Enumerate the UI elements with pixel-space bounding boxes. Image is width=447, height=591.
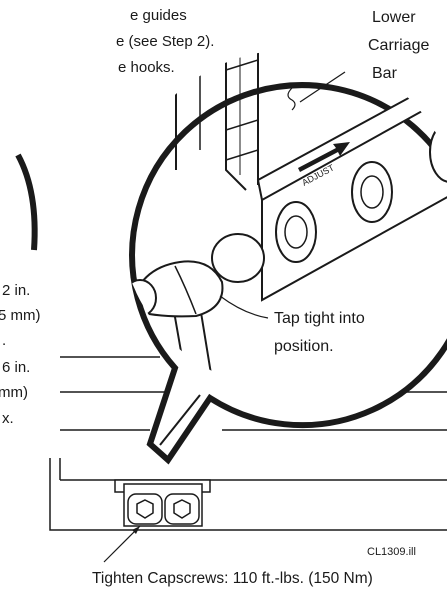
- lower-carriage-bar-line2: Carriage: [368, 37, 429, 54]
- break-squiggle: [287, 87, 296, 111]
- left-dim-line5: mm): [0, 384, 28, 401]
- left-dim-line6: x.: [2, 410, 14, 427]
- left-dim-line1: 2 in.: [2, 282, 30, 299]
- top-text-line3: e hooks.: [118, 59, 175, 76]
- left-detail-arc: [15, 153, 38, 251]
- base-frame: [49, 458, 447, 531]
- top-text-line2: e (see Step 2).: [116, 33, 214, 50]
- left-dim-line2: 5 mm): [0, 307, 41, 324]
- left-dim-line4: 6 in.: [2, 359, 30, 376]
- callout-tail-inner: [159, 394, 201, 446]
- lower-carriage-bar-leader: [299, 71, 346, 103]
- lower-carriage-bar-line3: Bar: [372, 65, 398, 82]
- lower-carriage-bar-line1: Lower: [372, 9, 416, 26]
- figure-id: CL1309.ill: [367, 546, 416, 558]
- capscrew-hex-right-icon: [173, 499, 191, 519]
- top-text-line1: e guides: [130, 7, 187, 24]
- adjust-arrow-icon: [298, 142, 350, 172]
- tap-label-line1: Tap tight into: [274, 310, 365, 327]
- capscrew-socket-left: [127, 493, 163, 525]
- caption-arrowhead-icon: [132, 526, 140, 534]
- tap-label-line2: position.: [274, 338, 334, 355]
- capscrew-socket-right: [164, 493, 200, 525]
- capscrew-hex-left-icon: [136, 499, 154, 519]
- tap-leader: [219, 295, 269, 319]
- caption: Tighten Capscrews: 110 ft.-lbs. (150 Nm): [92, 570, 373, 587]
- left-dim-line3: .: [2, 332, 6, 349]
